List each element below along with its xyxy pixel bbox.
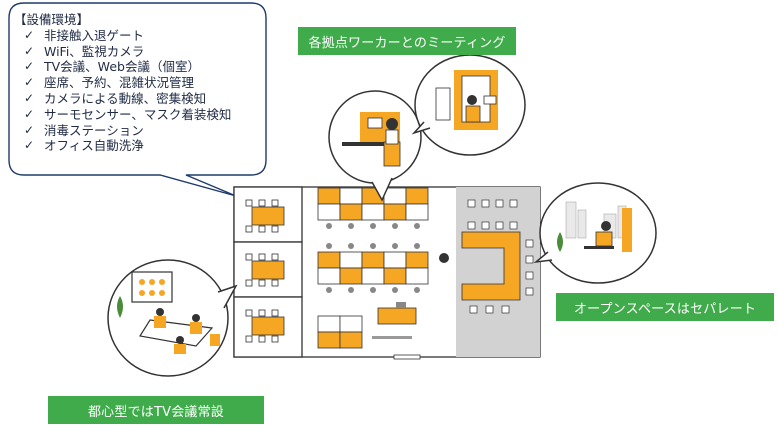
check-icon: ✓: [24, 43, 35, 58]
floor-plan: [233, 186, 541, 360]
check-icon: ✓: [24, 75, 35, 90]
open-space-bubble: [533, 182, 657, 284]
equipment-item: ✓TV会議、Web会議（個室）: [14, 59, 254, 75]
remote-worker-bubble: [411, 54, 526, 156]
check-icon: ✓: [24, 122, 35, 137]
equipment-item: ✓WiFi、監視カメラ: [14, 44, 254, 60]
tv-conference-bubble: [107, 259, 238, 377]
open-space-label: オープンスペースはセパレート: [556, 293, 774, 321]
tv-conference-label: 都心型ではTV会議常設: [48, 396, 264, 424]
equipment-item: ✓座席、予約、混雑状況管理: [14, 75, 254, 91]
meeting-label: 各拠点ワーカーとのミーティング: [298, 27, 516, 55]
equipment-item: ✓カメラによる動線、密集検知: [14, 91, 254, 107]
equipment-callout-bubble: [8, 2, 267, 197]
equipment-item: ✓非接触入退ゲート: [14, 28, 254, 44]
check-icon: ✓: [24, 138, 35, 153]
equipment-list: 【設備環境】 ✓非接触入退ゲート ✓WiFi、監視カメラ ✓TV会議、Web会議…: [14, 12, 254, 154]
check-icon: ✓: [24, 106, 35, 121]
check-icon: ✓: [24, 27, 35, 42]
equipment-item: ✓消毒ステーション: [14, 123, 254, 139]
meeting-bubble: [328, 90, 422, 202]
equipment-item: ✓オフィス自動洗浄: [14, 138, 254, 154]
plant-icon: [117, 296, 123, 318]
check-icon: ✓: [24, 90, 35, 105]
equipment-item: ✓サーモセンサー、マスク着装検知: [14, 107, 254, 123]
equipment-list-title: 【設備環境】: [14, 12, 90, 27]
check-icon: ✓: [24, 59, 35, 74]
